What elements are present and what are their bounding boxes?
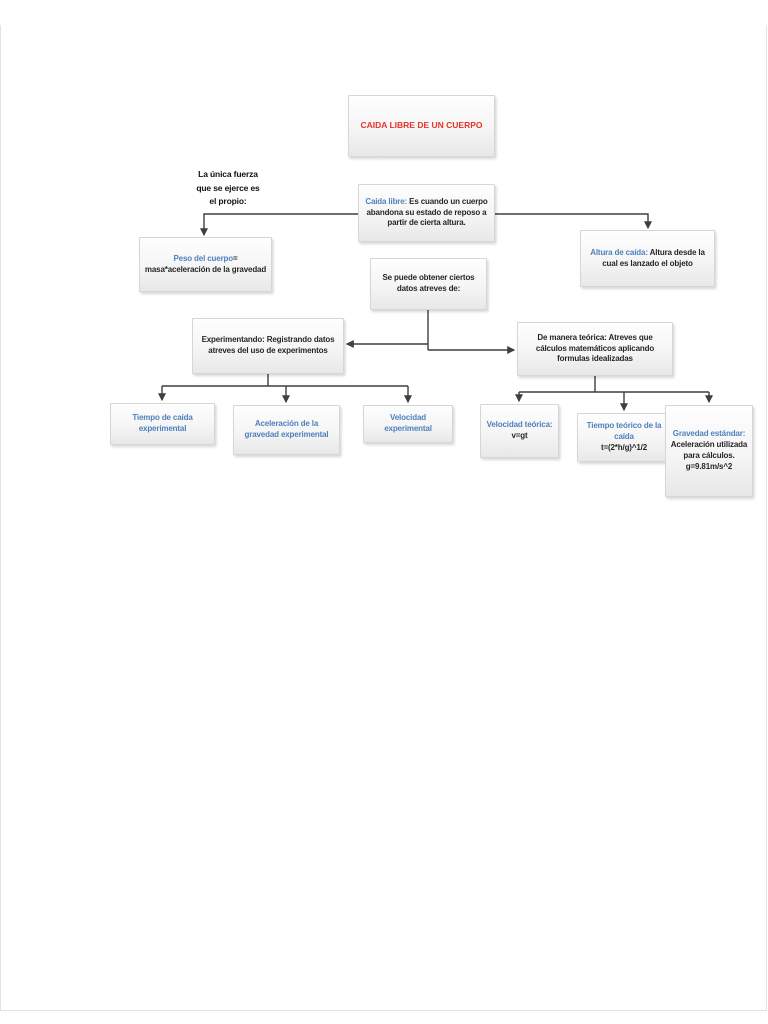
- node-velocidad-teorica: Velocidad teórica: v=gt: [480, 404, 559, 458]
- node-tiempo-exp-label: Tiempo de caída experimental: [132, 413, 193, 433]
- node-vel-teo-formula: v=gt: [511, 431, 528, 440]
- node-gravedad-estandar: Gravedad estándar: Aceleración utilizada…: [665, 405, 753, 497]
- node-gravedad-desc: Aceleración utilizada para cálculos. g=9…: [670, 440, 748, 471]
- diagram-title-box: CAIDA LIBRE DE UN CUERPO: [348, 95, 495, 157]
- node-peso-term: Peso del cuerpo: [173, 253, 234, 263]
- node-altura-de-caida: Altura de caída: Altura desde la cual es…: [580, 230, 715, 287]
- node-se-puede-obtener-text: Se puede obtener ciertos datos atreves d…: [382, 273, 475, 293]
- diagram-title: CAIDA LIBRE DE UN CUERPO: [360, 120, 483, 131]
- page-border-right: [766, 25, 767, 1011]
- node-velocidad-experimental: Velocidad experimental: [363, 405, 453, 443]
- node-altura-desc: Altura desde la cual es lanzado el objet…: [602, 247, 705, 268]
- node-aceleracion-gravedad-experimental: Aceleración de la gravedad experimental: [233, 405, 340, 455]
- node-caida-libre-desc: Es cuando un cuerpo abandona su estado d…: [366, 196, 488, 228]
- node-peso-del-cuerpo: Peso del cuerpo= masa*aceleración de la …: [139, 237, 272, 292]
- node-altura-term: Altura de caída:: [590, 247, 648, 257]
- node-tiempo-caida-experimental: Tiempo de caída experimental: [110, 403, 215, 445]
- node-tiempo-teo-term: Tiempo teórico de la caída: [586, 421, 662, 442]
- node-experimentando-text: Experimentando: Registrando datos atreve…: [201, 335, 335, 355]
- node-caida-libre-term: Caída libre:: [365, 196, 408, 206]
- annotation-unica-fuerza: La única fuerza que se ejerce es el prop…: [196, 169, 260, 207]
- node-vel-exp-label: Velocidad experimental: [384, 413, 432, 433]
- node-caida-libre: Caída libre: Es cuando un cuerpo abandon…: [358, 184, 495, 242]
- node-acel-exp-label: Aceleración de la gravedad experimental: [244, 419, 329, 439]
- connector-to-peso: [200, 213, 358, 237]
- node-experimentando: Experimentando: Registrando datos atreve…: [192, 318, 344, 374]
- node-vel-teo-term: Velocidad teórica:: [486, 420, 553, 430]
- node-gravedad-term: Gravedad estándar:: [672, 429, 746, 439]
- node-de-manera-teorica: De manera teórica: Atreves que cálculos …: [517, 322, 673, 376]
- page-border-bottom: [0, 1010, 767, 1011]
- connector-to-altura: [495, 213, 652, 230]
- node-se-puede-obtener: Se puede obtener ciertos datos atreves d…: [370, 258, 487, 310]
- node-tiempo-teo-formula: t=(2*h/g)^1/2: [600, 442, 648, 452]
- node-tiempo-teorico: Tiempo teórico de la caída t=(2*h/g)^1/2: [577, 413, 671, 462]
- page-border-left: [0, 25, 1, 1011]
- node-peso-desc: = masa*aceleración de la gravedad: [144, 253, 267, 274]
- node-teorica-text: De manera teórica: Atreves que cálculos …: [535, 332, 655, 364]
